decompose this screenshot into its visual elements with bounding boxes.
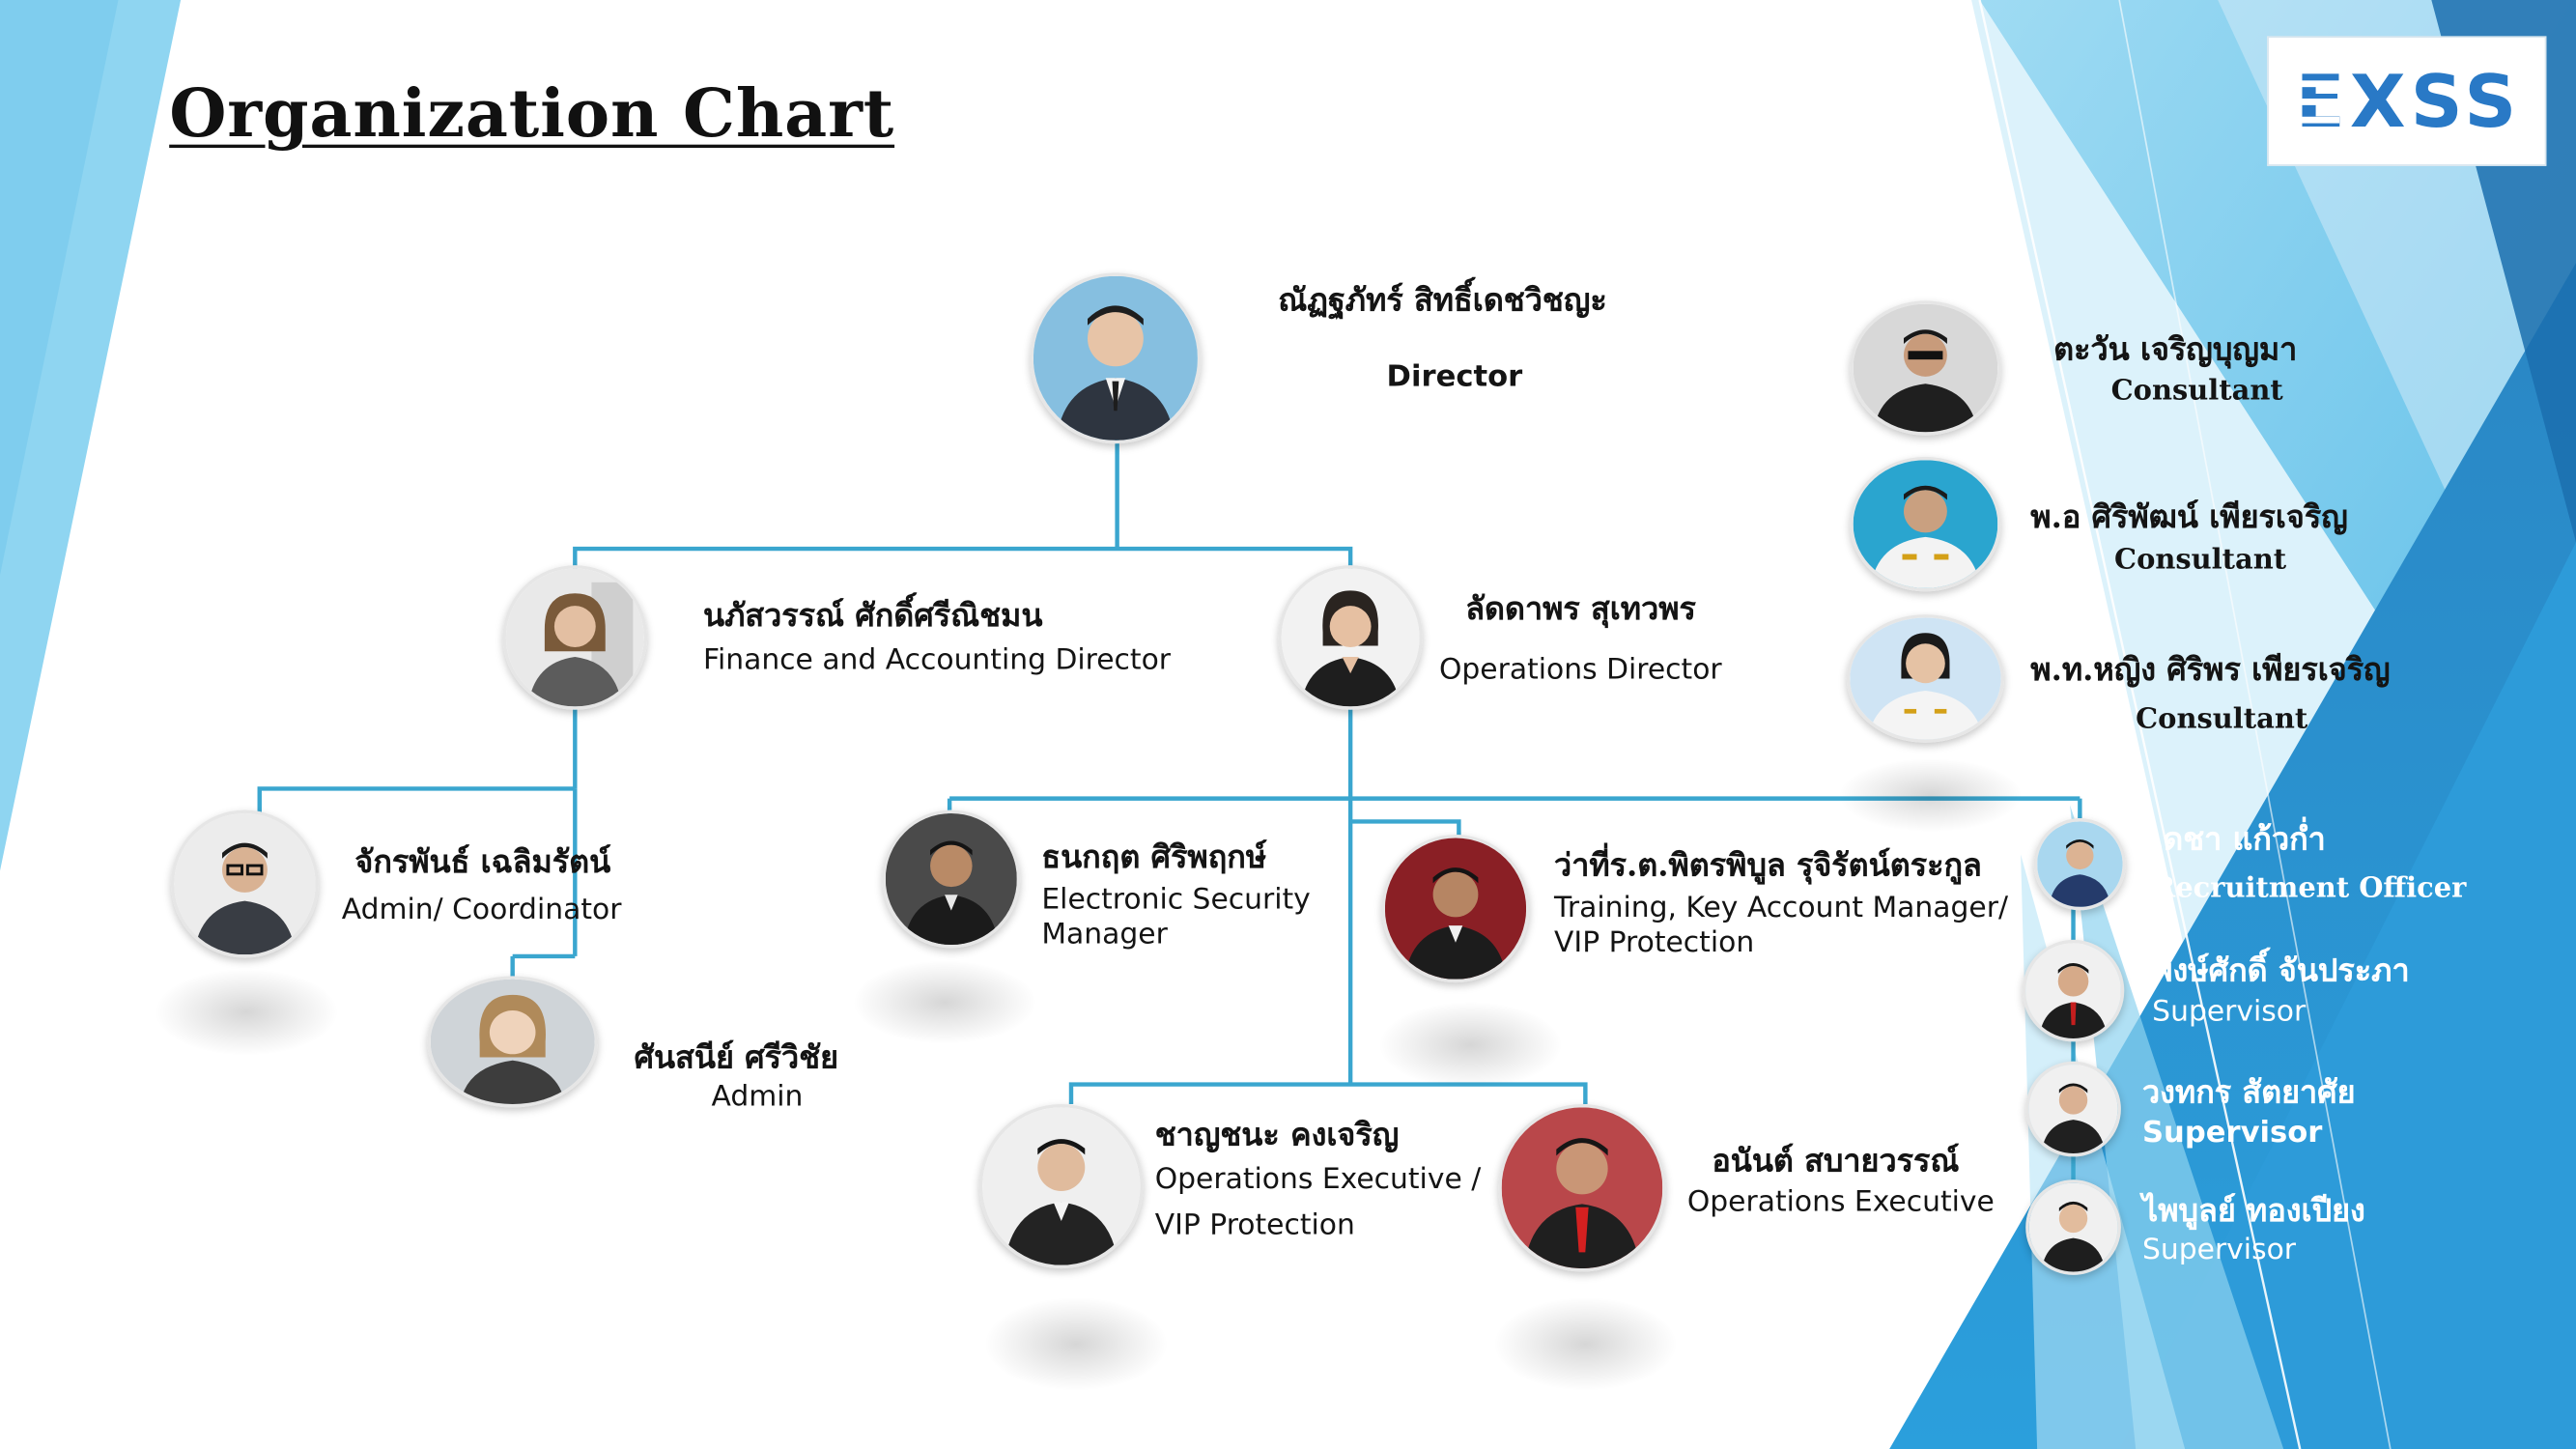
avatar-consultant-3 (1846, 614, 2005, 743)
consultant-1-role: Consultant (2110, 374, 2283, 408)
shadow (1840, 758, 2022, 832)
operations-executive-1-name: ชาญชนะ คงเจริญ (1154, 1117, 1400, 1154)
avatar-finance (502, 565, 648, 710)
shadow (1494, 1297, 1676, 1390)
shadow (854, 961, 1035, 1044)
director-role: Director (1386, 359, 1523, 395)
supervisor-2-role: Supervisor (2141, 1115, 2323, 1151)
shadow (156, 969, 337, 1055)
admin-coordinator-role: Admin/ Coordinator (341, 894, 622, 927)
avatar-operations-executive-1 (978, 1104, 1144, 1269)
avatar-operations (1278, 565, 1423, 710)
consultant-3-role: Consultant (2136, 702, 2308, 737)
operations-role: Operations Director (1438, 653, 1722, 687)
shadow (1379, 1002, 1561, 1088)
admin-role: Admin (711, 1081, 804, 1115)
finance-role: Finance and Accounting Director (702, 643, 1172, 677)
avatar-training-manager (1381, 835, 1530, 983)
page-title: Organization Chart (169, 75, 895, 154)
admin-coordinator-name: จักรพันธ์ เฉลิมรัตน์ (354, 844, 611, 881)
consultant-1-name: ตะวัน เจริญบุญมา (2053, 331, 2298, 369)
consultant-2-name: พ.อ ศิริพัฒน์ เพียรเจริญ (2030, 499, 2348, 536)
avatar-director (1030, 272, 1202, 444)
operations-executive-2-role: Operations Executive (1686, 1186, 1995, 1220)
avatar-recruitment-officer (2033, 818, 2126, 911)
admin-name: ศันสนีย์ ศรีวิชัย (634, 1039, 839, 1077)
supervisor-1-name: พงษ์ศักดิ์ จันประภา (2152, 952, 2410, 989)
training-manager-role: Training, Key Account Manager/ VIP Prote… (1554, 892, 2009, 960)
avatar-admin-coordinator (170, 810, 319, 958)
logo: EXSS (2267, 36, 2547, 166)
security-manager-role: Electronic Security Manager (1041, 884, 1311, 952)
consultant-3-name: พ.ท.หญิง ศิริพร เพียรเจริญ (2030, 652, 2391, 689)
shadow (985, 1297, 1167, 1390)
avatar-consultant-1 (1850, 300, 2001, 436)
operations-name: ลัดดาพร สุเทวพร (1465, 591, 1696, 628)
avatar-supervisor-1 (2022, 939, 2125, 1042)
recruitment-officer-role: Recruitment Officer (2152, 872, 2467, 906)
supervisor-2-name: วงทกร สัตยาศัย (2141, 1074, 2356, 1111)
supervisor-3-role: Supervisor (2141, 1234, 2297, 1267)
operations-executive-2-name: อนันต์ สบายวรรณ์ (1712, 1143, 1960, 1180)
avatar-supervisor-3 (2025, 1179, 2121, 1275)
operations-executive-1-role: Operations Executive / VIP Protection (1154, 1163, 1482, 1242)
director-name: ณัฏฐภัทร์ สิทธิ์เดชวิชญะ (1278, 282, 1607, 319)
supervisor-1-role: Supervisor (2152, 995, 2307, 1029)
consultant-2-role: Consultant (2114, 543, 2287, 578)
security-manager-name: ธนกฤต ศิริพฤกษ์ (1041, 839, 1267, 876)
avatar-supervisor-2 (2025, 1061, 2121, 1157)
training-manager-name: ว่าที่ร.ต.พิตรพิบูล รุจิรัตน์ตระกูล (1554, 847, 1982, 885)
finance-name: นภัสวรรณ์ ศักดิ์ศรีณิชมน (702, 598, 1043, 635)
avatar-operations-executive-2 (1498, 1104, 1666, 1272)
recruitment-officer-name: เดชา แก้วก่ำ (2152, 821, 2326, 858)
avatar-admin (427, 976, 599, 1108)
avatar-security-manager (882, 810, 1021, 949)
supervisor-3-name: ไพบูลย์ ทองเปียง (2141, 1192, 2365, 1230)
exss-logo-icon: EXSS (2290, 61, 2516, 143)
avatar-consultant-2 (1850, 456, 2001, 592)
